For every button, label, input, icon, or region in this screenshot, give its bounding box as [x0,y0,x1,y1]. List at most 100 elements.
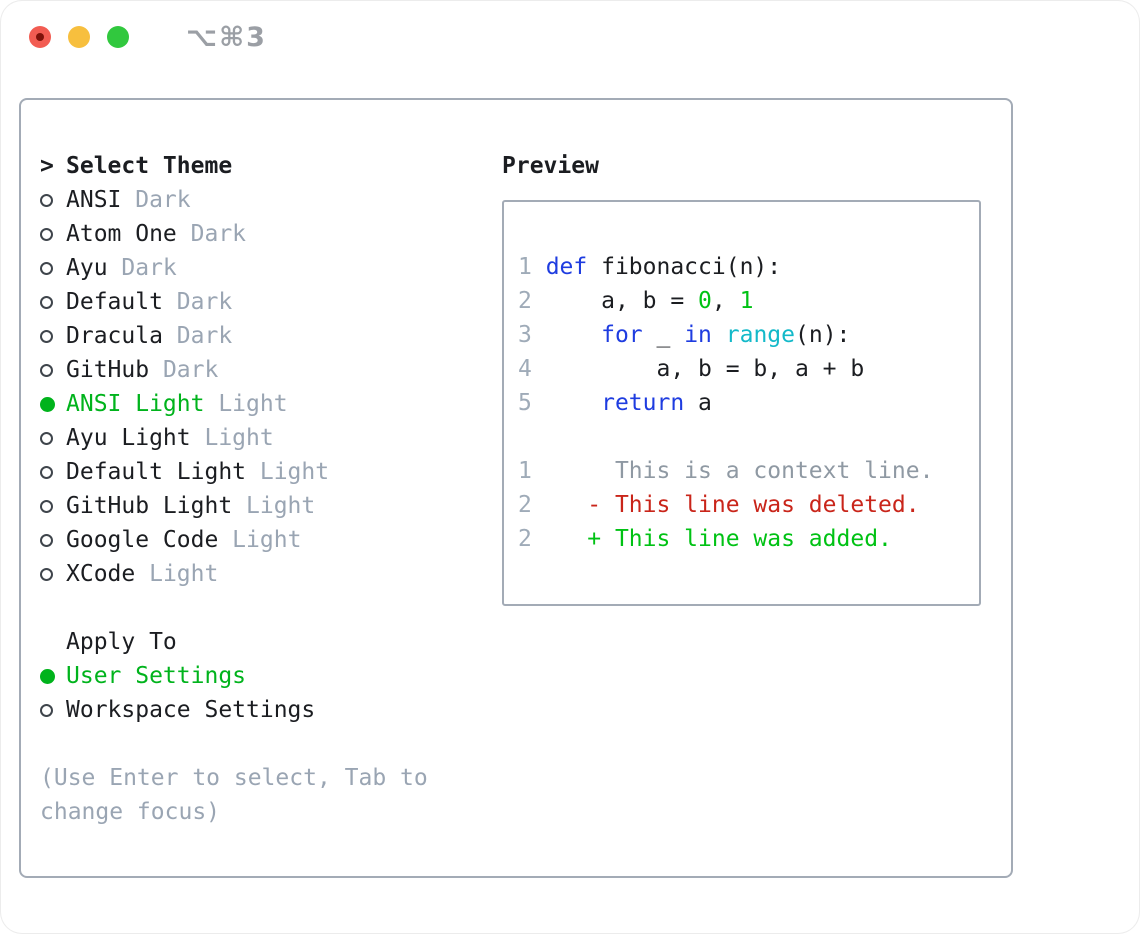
code-token: for [601,322,643,348]
radio-gutter [40,703,66,717]
radio-gutter [40,261,66,275]
theme-variant-label: Dark [162,289,233,315]
code-token: a, b = b, a + b [545,356,865,382]
hint-line: (Use Enter to select, Tab to [40,765,428,791]
theme-variant-label: Dark [121,187,191,213]
theme-option-ayu[interactable]: Ayu Dark [40,251,502,285]
diff-line-context: 1 This is a context line. [518,454,979,488]
theme-option-github-light[interactable]: GitHub Light Light [40,489,502,523]
theme-variant-label: Dark [107,255,177,281]
radio-icon [40,431,53,445]
code-line: 4 a, b = b, a + b [518,352,979,386]
radio-selected-icon [40,396,55,412]
radio-icon [40,499,53,513]
code-token: range [725,322,795,348]
radio-icon [40,329,53,343]
radio-icon [40,363,53,377]
radio-selected-icon [40,668,55,684]
radio-gutter [40,533,66,547]
line-number: 3 [518,322,546,348]
line-number: 2 [518,288,546,314]
code-line: 5 return a [518,386,979,420]
titlebar: ⌥⌘3 [0,0,1140,74]
radio-icon [40,227,53,241]
radio-gutter [40,567,66,581]
radio-gutter [40,499,66,513]
theme-option-ansi[interactable]: ANSI Dark [40,183,502,217]
radio-gutter [40,396,66,412]
theme-option-default[interactable]: Default Dark [40,285,502,319]
code-line: 3 for _ in range(n): [518,318,979,352]
theme-option-dracula[interactable]: Dracula Dark [40,319,502,353]
theme-option-github[interactable]: GitHub Dark [40,353,502,387]
theme-variant-label: Light [204,391,288,417]
line-number: 4 [518,356,546,382]
code-token: a, b = [545,288,699,314]
theme-variant-label: Light [190,425,274,451]
code-token: def [545,254,588,280]
theme-option-default-light[interactable]: Default Light Light [40,455,502,489]
preview-panel: Preview 1 def fibonacci(n):2 a, b = 0, 1… [502,149,1011,876]
radio-gutter [40,431,66,445]
diff-text: - This line was deleted. [545,492,920,518]
theme-option-xcode[interactable]: XCode Light [40,557,502,591]
select-theme-title: Select Theme [66,153,233,179]
code-line: 1 def fibonacci(n): [518,250,979,284]
radio-gutter [40,295,66,309]
theme-option-ayu-light[interactable]: Ayu Light Light [40,421,502,455]
line-number: 2 [518,492,546,518]
code-token: fibonacci(n): [587,254,782,280]
radio-icon [40,465,53,479]
radio-gutter [40,465,66,479]
diff-text: + This line was added. [545,526,892,552]
radio-icon [40,567,53,581]
apply-option-user-settings[interactable]: User Settings [40,659,502,693]
theme-option-label: GitHub Light [66,493,233,519]
theme-variant-label: Light [232,493,316,519]
radio-gutter [40,227,66,241]
theme-option-ansi-light[interactable]: ANSI Light Light [40,387,502,421]
select-theme-header: > Select Theme [40,149,502,183]
close-button[interactable] [29,26,51,48]
theme-variant-label: Light [135,561,219,587]
radio-gutter [40,363,66,377]
line-number: 1 [518,458,546,484]
preview-title: Preview [502,153,599,179]
window-shortcut-label: ⌥⌘3 [186,21,267,53]
apply-option-label: Workspace Settings [66,697,316,723]
theme-option-label: ANSI Light [66,391,205,417]
line-number: 5 [518,390,546,416]
theme-option-label: ANSI [66,187,122,213]
theme-option-label: Default Light [66,459,247,485]
theme-option-atom-one[interactable]: Atom One Dark [40,217,502,251]
minimize-button[interactable] [68,26,90,48]
spacer [40,591,502,625]
theme-option-label: Google Code [66,527,219,553]
apply-to-title: Apply To [66,629,177,655]
radio-gutter [40,668,66,684]
theme-option-label: Atom One [66,221,177,247]
code-token [712,322,726,348]
theme-option-label: Dracula [66,323,163,349]
apply-option-workspace-settings[interactable]: Workspace Settings [40,693,502,727]
theme-variant-label: Dark [149,357,219,383]
cursor-indicator: > [40,153,54,179]
diff-line-added: 2 + This line was added. [518,522,979,556]
code-token: 0 [698,288,712,314]
code-token: a [684,390,712,416]
diff-text: This is a context line. [545,458,934,484]
line-number: 1 [518,254,546,280]
zoom-button[interactable] [107,26,129,48]
theme-option-label: Default [66,289,163,315]
theme-option-google-code[interactable]: Google Code Light [40,523,502,557]
theme-option-label: XCode [66,561,136,587]
apply-to-header: Apply To [40,625,502,659]
theme-variant-label: Dark [162,323,233,349]
theme-variant-label: Dark [176,221,247,247]
